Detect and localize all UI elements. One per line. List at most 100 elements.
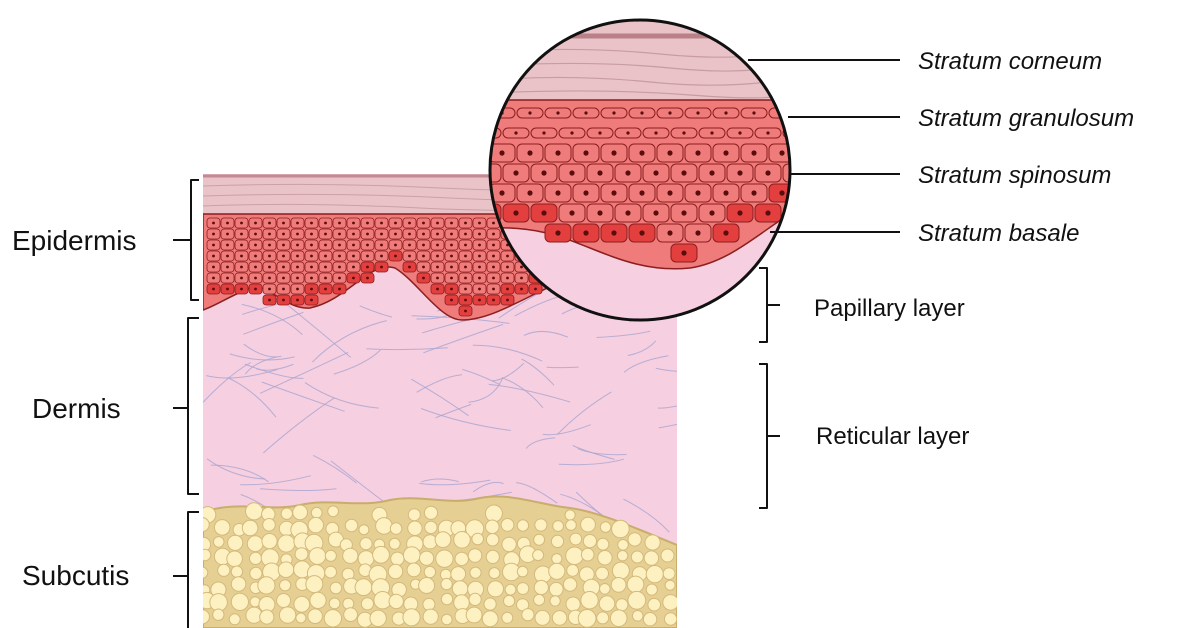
magnified-nucleus [513, 210, 518, 215]
cell-nucleus [212, 266, 215, 269]
magnified-nucleus [765, 210, 770, 215]
fat-cell [549, 563, 565, 579]
fat-cell [231, 577, 246, 592]
fat-cell [306, 576, 323, 593]
cell-nucleus [240, 266, 243, 269]
fat-cell [486, 534, 498, 546]
cell-nucleus [212, 244, 215, 247]
cell-nucleus [324, 277, 327, 280]
magnified-nucleus [766, 131, 769, 134]
cell-nucleus [254, 244, 257, 247]
stratum-basale-label: Stratum basale [918, 220, 1079, 247]
magnified-nucleus [499, 190, 504, 195]
cell-nucleus [296, 288, 299, 291]
magnified-nucleus [584, 111, 587, 114]
cell-nucleus [240, 233, 243, 236]
fat-cell [325, 566, 337, 578]
fat-cell [648, 598, 661, 611]
cell-nucleus [506, 277, 509, 280]
fat-cell [229, 614, 240, 625]
fat-cell [195, 518, 209, 532]
fat-cell [517, 583, 529, 595]
cell-nucleus [520, 277, 523, 280]
magnified-nucleus [654, 131, 657, 134]
cell-nucleus [240, 277, 243, 280]
fat-cell [228, 535, 243, 550]
fat-cell [376, 518, 393, 535]
fat-cell [469, 593, 481, 605]
magnified-nucleus [779, 150, 784, 155]
cell-nucleus [338, 277, 341, 280]
cell-nucleus [478, 277, 481, 280]
cell-nucleus [240, 255, 243, 258]
magnified-nucleus [667, 190, 672, 195]
cell-nucleus [464, 222, 467, 225]
fat-cell [600, 584, 611, 595]
fat-cell [423, 609, 438, 624]
subcutis-label: Subcutis [22, 560, 129, 591]
papillary-label: Papillary layer [814, 295, 965, 322]
cell-nucleus [254, 255, 257, 258]
magnified-nucleus [625, 170, 630, 175]
cell-nucleus [394, 222, 397, 225]
cell-nucleus [436, 266, 439, 269]
fat-cell [250, 552, 262, 564]
cell-nucleus [310, 244, 313, 247]
cell-nucleus [464, 255, 467, 258]
magnified-nucleus [724, 111, 727, 114]
cell-nucleus [268, 288, 271, 291]
fat-cell [360, 538, 372, 550]
cell-nucleus [226, 222, 229, 225]
cell-nucleus [464, 244, 467, 247]
fat-cell [563, 578, 576, 591]
fat-cell [390, 523, 402, 535]
reticular-annotation: Reticular layer [759, 364, 969, 508]
fat-cell [435, 532, 451, 548]
fat-cell [552, 611, 567, 626]
cell-nucleus [464, 310, 467, 313]
cell-nucleus [380, 222, 383, 225]
cell-nucleus [464, 233, 467, 236]
cell-nucleus [212, 255, 215, 258]
cell-nucleus [422, 222, 425, 225]
fat-cell [522, 609, 534, 621]
fat-cell [517, 566, 528, 577]
cell-nucleus [506, 255, 509, 258]
fat-cell [425, 521, 437, 533]
cell-nucleus [436, 233, 439, 236]
cell-nucleus [282, 288, 285, 291]
cell-nucleus [268, 299, 271, 302]
cell-nucleus [506, 266, 509, 269]
cell-nucleus [240, 244, 243, 247]
fat-cell [501, 519, 514, 532]
cell-nucleus [324, 233, 327, 236]
cell-nucleus [520, 266, 523, 269]
cell-nucleus [310, 277, 313, 280]
magnified-nucleus [723, 190, 728, 195]
fat-cell [581, 592, 598, 609]
cell-nucleus [310, 266, 313, 269]
cell-nucleus [436, 277, 439, 280]
fat-cell [535, 519, 547, 531]
cell-nucleus [226, 255, 229, 258]
cell-nucleus [296, 222, 299, 225]
cell-nucleus [268, 233, 271, 236]
cell-nucleus [226, 244, 229, 247]
cell-nucleus [422, 255, 425, 258]
cell-nucleus [212, 288, 215, 291]
magnified-nucleus [569, 210, 574, 215]
cell-nucleus [324, 255, 327, 258]
cell-nucleus [212, 277, 215, 280]
fat-cell [311, 507, 322, 518]
magnified-nucleus [513, 170, 518, 175]
cell-nucleus [436, 244, 439, 247]
magnified-nucleus [737, 170, 742, 175]
fat-cell [262, 534, 277, 549]
fat-cell [485, 505, 502, 522]
magnified-nucleus [527, 190, 532, 195]
fat-cell [599, 596, 615, 612]
fat-cell [280, 580, 291, 591]
cell-nucleus [450, 255, 453, 258]
magnified-nucleus [696, 111, 699, 114]
